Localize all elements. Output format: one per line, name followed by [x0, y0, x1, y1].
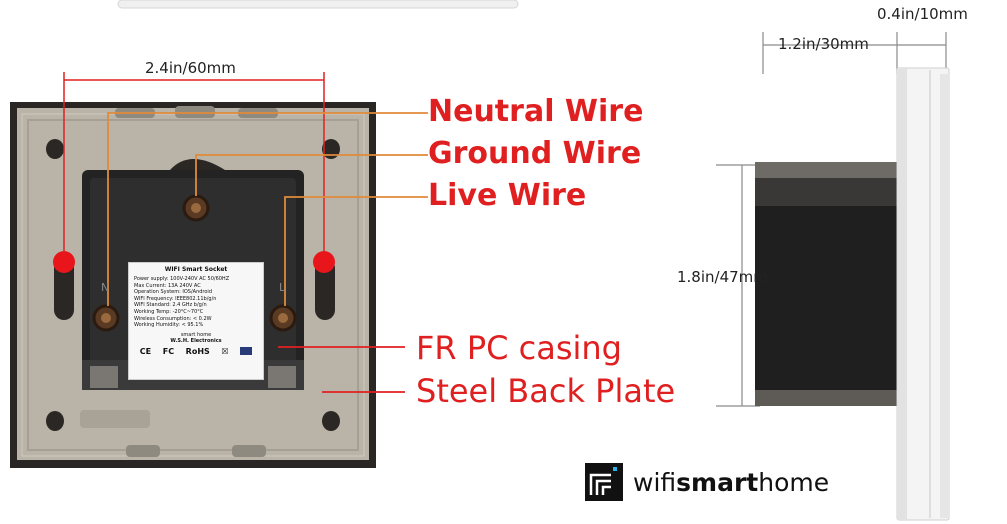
- product-spec-label: WIFI Smart Socket Power supply: 100V-240…: [128, 262, 264, 380]
- spec-line: WIFI Frequency: IEEE802.11b/g/n: [134, 295, 217, 302]
- live-terminal-letter: L: [279, 281, 286, 294]
- live-wire-callout: Live Wire: [428, 178, 587, 213]
- fr-pc-casing-callout: FR PC casing: [416, 329, 622, 367]
- product-title: WIFI Smart Socket: [164, 266, 228, 273]
- spec-line: Operation System: IOS/Android: [134, 289, 212, 296]
- label-maker: W.S.H. Electronics: [170, 337, 222, 344]
- neutral-wire-callout: Neutral Wire: [428, 94, 644, 129]
- plate-width-label: 2.4in/60mm: [145, 59, 236, 77]
- mount-hole-tr: [322, 139, 340, 159]
- plate-thickness-label: 0.4in/10mm: [877, 5, 968, 23]
- spec-list: Power supply: 100V-240V AC 50/60HZ Max C…: [134, 276, 258, 329]
- rohs-mark: RoHS: [185, 346, 210, 356]
- cert-marks: CE FC RoHS ☒: [134, 346, 258, 356]
- spec-line: Power supply: 100V-240V AC 50/60HZ: [134, 276, 230, 282]
- spec-line: Max Current: 13A 240V AC: [134, 282, 201, 289]
- neutral-terminal-letter: N: [101, 281, 110, 294]
- top-strip: [117, 0, 519, 9]
- spec-line: Working Humidity: < 95.1%: [134, 322, 204, 329]
- label-brand-logo: smart home: [180, 331, 212, 338]
- mount-hole-br: [322, 411, 340, 431]
- brand-logo: wifismarthome: [583, 461, 829, 503]
- mount-hole-tl: [46, 139, 64, 159]
- mount-hole-bl: [46, 411, 64, 431]
- fc-mark: FC: [162, 346, 175, 356]
- brand-suffix: home: [758, 467, 830, 497]
- body-depth-label: 1.2in/30mm: [778, 35, 869, 53]
- brand-wordmark: wifismarthome: [633, 468, 829, 497]
- marker-left: [53, 251, 75, 273]
- brand-prefix: wifi: [633, 467, 677, 497]
- spec-line: Working Temp: -20°C~70°C: [134, 308, 204, 315]
- brand-bold: smart: [676, 467, 759, 497]
- recycle-bin-icon: ☒: [221, 346, 229, 356]
- spec-line: Wireless Consumption: < 0.2W: [134, 315, 212, 322]
- steel-back-plate-callout: Steel Back Plate: [416, 372, 676, 410]
- wifi-square-icon: [585, 463, 623, 501]
- body-height-label: 1.8in/47mm: [677, 268, 768, 286]
- ground-wire-callout: Ground Wire: [428, 136, 642, 171]
- marker-right: [313, 251, 335, 273]
- uk-flag-icon: [240, 346, 253, 355]
- spec-line: WIFI Standard: 2.4 GHz b/g/n: [134, 302, 207, 309]
- ce-mark: CE: [139, 346, 152, 356]
